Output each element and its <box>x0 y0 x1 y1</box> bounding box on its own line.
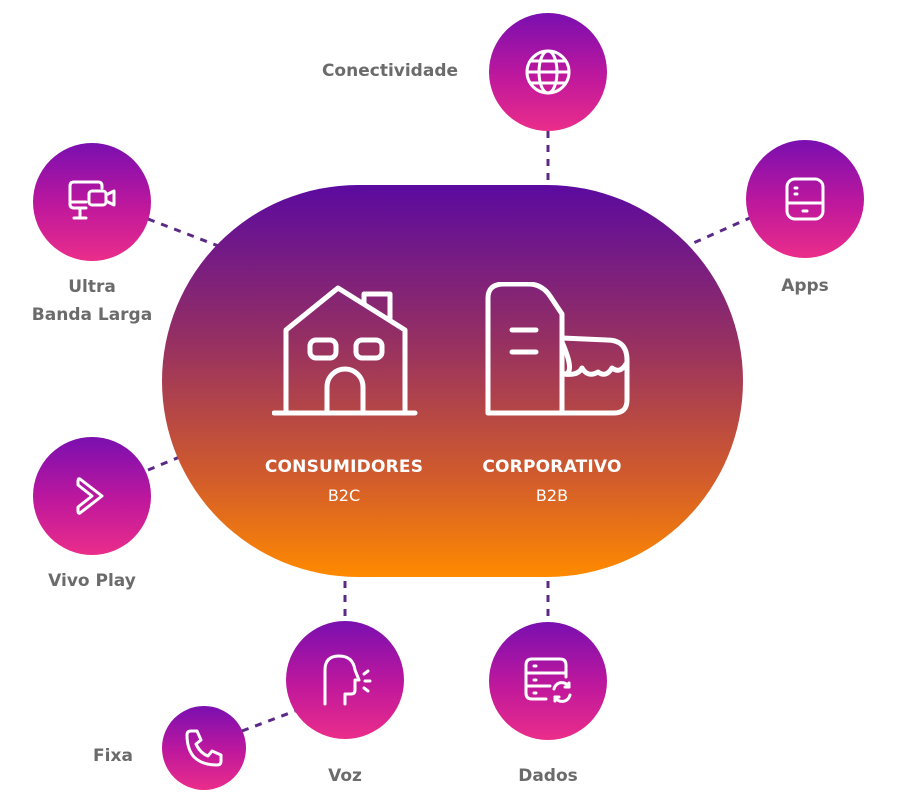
data-sync-icon <box>524 657 572 703</box>
dados-label: Dados <box>518 766 578 786</box>
monitor-camera-icon <box>68 180 116 220</box>
corporativo-subtitle: B2B <box>535 486 569 505</box>
speaking-head-icon <box>323 654 372 706</box>
consumidores-subtitle: B2C <box>327 486 361 505</box>
fixa-node[interactable] <box>162 706 246 790</box>
vivo-play-label: Vivo Play <box>48 571 136 591</box>
connector-ultra <box>147 217 256 262</box>
conectividade-label: Conectividade <box>321 61 459 81</box>
device-icon <box>785 177 825 221</box>
chevron-right-icon <box>76 477 104 515</box>
ultra-banda-larga-label: Ultra Banda Larga <box>31 277 153 325</box>
apps-label: Apps <box>781 276 829 296</box>
corporativo-title: CORPORATIVO <box>482 457 622 477</box>
apps-node[interactable] <box>746 140 864 258</box>
vivo-play-node[interactable] <box>33 437 151 555</box>
consumidores-title: CONSUMIDORES <box>264 457 424 477</box>
dados-node[interactable] <box>489 622 607 740</box>
segments-hub <box>162 185 743 577</box>
ultra-banda-larga-node[interactable] <box>33 143 151 261</box>
phone-icon <box>185 729 223 767</box>
connector-vivo-play <box>147 454 183 472</box>
voz-node[interactable] <box>286 621 404 739</box>
conectividade-node[interactable] <box>489 13 607 131</box>
fixa-label: Fixa <box>93 746 133 766</box>
voz-label: Voz <box>328 766 362 786</box>
house-icon <box>272 285 418 416</box>
building-icon <box>485 282 630 416</box>
globe-icon <box>525 49 571 95</box>
connector-fixa <box>241 709 296 733</box>
